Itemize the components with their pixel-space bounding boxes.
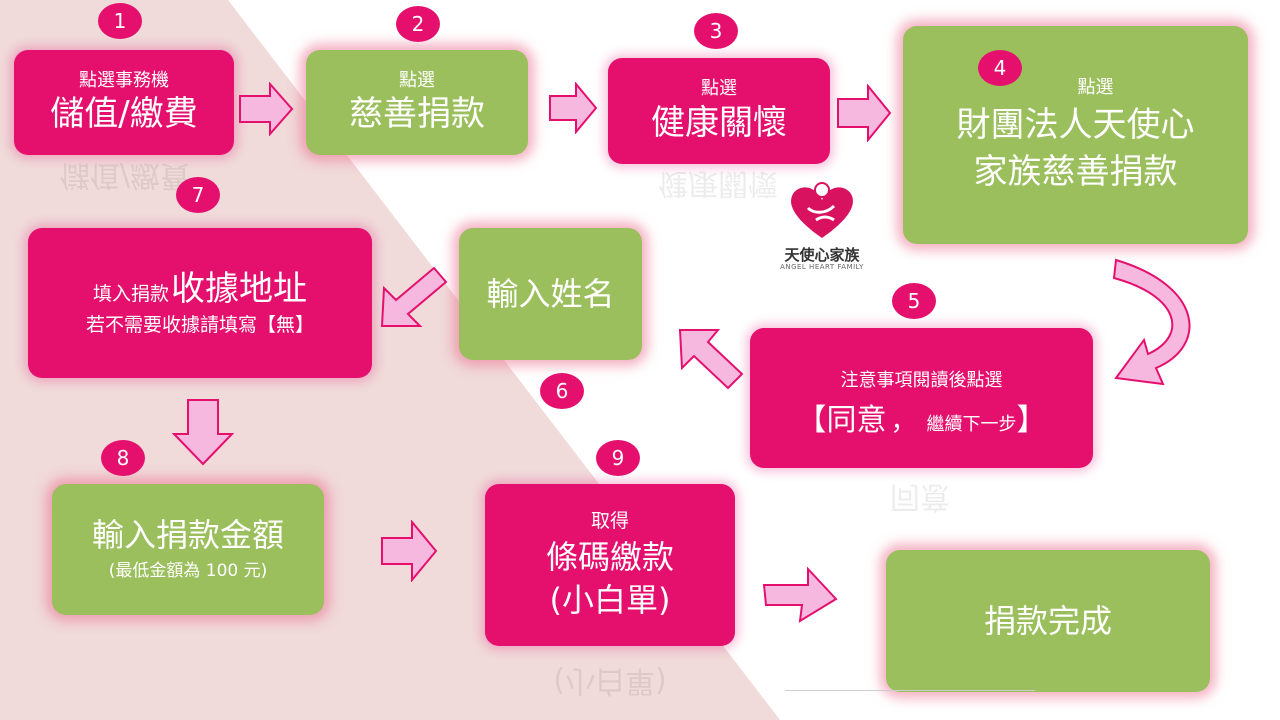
step-5-line1: 注意事項閱讀後點選 (840, 370, 1003, 392)
step-3-large-text: 健康關懷 (651, 102, 787, 143)
step-4-line2: 家族慈善捐款 (973, 152, 1178, 193)
arrow-curve-4-5 (1112, 258, 1191, 386)
step-1-badge: 1 (98, 3, 142, 39)
arrow-diag-6-7 (380, 266, 448, 327)
step-5-bracket-open: 【 (796, 403, 827, 439)
step-5-agree-text: 同意 (826, 403, 887, 439)
step-6-box: 輸入姓名 (459, 228, 642, 360)
step-1-large-text: 儲值/繳費 (50, 94, 198, 135)
divider-line (785, 690, 1035, 691)
step-9-line1: 條碼繳款 (545, 538, 674, 577)
step-7-prefix: 填入捐款 (92, 282, 169, 305)
arrow-right-3-4 (837, 84, 892, 142)
step-6-large-text: 輸入姓名 (486, 274, 615, 313)
step-8-small-text: (最低金額為 100 元) (108, 561, 268, 582)
step-9-line2: (小白單) (549, 580, 671, 619)
arrow-right-8-9 (381, 520, 438, 582)
step-5-bracket-close: 】 (1016, 403, 1047, 439)
step-7-box: 填入捐款 收據地址 若不需要收據請填寫【無】 (28, 228, 372, 378)
step-2-large-text: 慈善捐款 (349, 94, 485, 135)
step-4-small-text: 點選 (1077, 76, 1114, 98)
step-7-line2: 若不需要收據請填寫【無】 (85, 313, 314, 336)
step-5-continue-text: 繼續下一步 (926, 414, 1017, 436)
angel-heart-icon (791, 182, 853, 238)
reflection: (小白單) (553, 663, 667, 698)
step-8-box: 輸入捐款金額 (最低金額為 100 元) (52, 484, 324, 615)
arrow-right-1-2 (239, 82, 294, 136)
step-2-badge: 2 (396, 6, 440, 42)
step-5-badge: 5 (892, 283, 936, 319)
arrow-right-9-final (762, 566, 838, 623)
step-1-box: 點選事務機 儲值/繳費 (14, 50, 234, 155)
step-7-line1: 填入捐款 收據地址 (92, 268, 307, 309)
final-label: 捐款完成 (983, 601, 1112, 640)
step-5-line2: 【 同意 ， 繼續下一步 】 (796, 404, 1046, 439)
step-4-line1: 財團法人天使心 (956, 105, 1195, 146)
step-1-small-text: 點選事務機 (79, 69, 169, 91)
step-7-large-text: 收據地址 (171, 268, 307, 309)
step-3-small-text: 點選 (701, 78, 737, 100)
step-8-badge: 8 (101, 440, 145, 476)
step-2-small-text: 點選 (399, 69, 435, 91)
step-4-box: 點選 財團法人天使心 家族慈善捐款 (903, 26, 1248, 244)
reflection: 同意 (890, 479, 950, 514)
step-5-box: 注意事項閱讀後點選 【 同意 ， 繼續下一步 】 (750, 328, 1093, 468)
step-3-box: 點選 健康關懷 (608, 58, 830, 164)
arrow-down-7-8 (172, 399, 234, 466)
final-box: 捐款完成 (886, 550, 1210, 692)
step-8-large-text: 輸入捐款金額 (91, 516, 284, 555)
step-5-comma: ， (890, 407, 917, 438)
arrow-right-2-3 (549, 82, 598, 134)
step-6-badge: 6 (540, 373, 584, 409)
step-9-badge: 9 (596, 440, 640, 476)
logo-name: 天使心家族 (784, 246, 860, 264)
step-4-badge: 4 (978, 50, 1022, 86)
angel-heart-logo: 天使心家族 ANGEL HEART FAMILY (772, 180, 872, 275)
logo-subtitle: ANGEL HEART FAMILY (780, 263, 864, 271)
step-3-badge: 3 (694, 13, 738, 49)
step-9-box: 取得 條碼繳款 (小白單) (485, 484, 735, 646)
step-7-badge: 7 (176, 177, 220, 213)
step-2-box: 點選 慈善捐款 (306, 50, 528, 155)
arrow-diag-5-6 (678, 329, 744, 390)
step-9-small-text: 取得 (590, 510, 629, 533)
